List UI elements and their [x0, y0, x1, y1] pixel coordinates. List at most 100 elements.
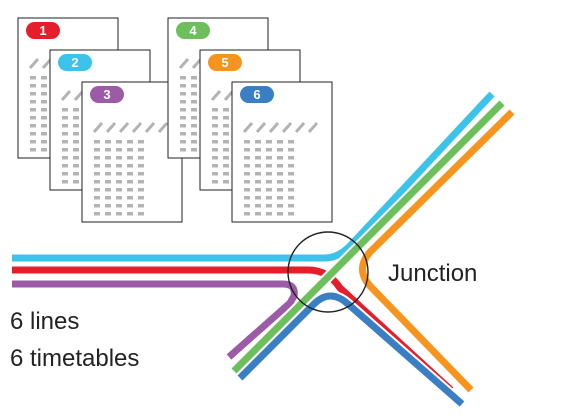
timetable-entry: [105, 196, 111, 200]
timetable-entry: [255, 156, 261, 160]
timetable-entry: [180, 108, 186, 112]
timetable-entry: [180, 148, 186, 152]
timetable-entry: [62, 164, 68, 168]
timetable-entry: [212, 148, 218, 152]
timetable-hatch: [157, 122, 169, 133]
timetable-entry: [105, 172, 111, 176]
timetable-entry: [212, 116, 218, 120]
timetable-entry: [30, 148, 36, 152]
timetable-entry: [105, 156, 111, 160]
timetable-entry: [255, 164, 261, 168]
timetable-hatch: [28, 58, 40, 69]
timetable-entry: [180, 132, 186, 136]
blue-dark-line: [237, 292, 465, 407]
timetable-entry: [255, 196, 261, 200]
timetable-entry: [62, 124, 68, 128]
timetable-entry: [62, 172, 68, 176]
timetable-entry: [255, 140, 261, 144]
timetable-entry: [138, 148, 144, 152]
timetable-entry: [138, 204, 144, 208]
timetable-entry: [94, 212, 100, 216]
timetable-entry: [288, 164, 294, 168]
timetable-entry: [94, 180, 100, 184]
timetable-entry: [73, 116, 79, 120]
timetable-number: 1: [39, 23, 46, 38]
timetable-entry: [212, 164, 218, 168]
timetable-entry: [30, 92, 36, 96]
timetable-entry: [244, 188, 250, 192]
timetable-hatch: [105, 122, 117, 133]
timetable-card-3: 3: [81, 81, 183, 223]
timetable-entry: [116, 180, 122, 184]
timetable-entry: [62, 180, 68, 184]
blue-light-line: [12, 91, 495, 262]
timetable-entry: [191, 84, 197, 88]
timetable-entry: [277, 204, 283, 208]
timetable-entry: [244, 180, 250, 184]
timetable-entry: [223, 180, 229, 184]
timetable-entry: [73, 156, 79, 160]
timetable-entry: [212, 108, 218, 112]
timetable-number: 4: [189, 23, 197, 38]
timetable-entry: [212, 172, 218, 176]
timetable-entry: [277, 140, 283, 144]
timetable-entry: [94, 164, 100, 168]
card-frame: [81, 81, 183, 223]
timetable-entry: [127, 140, 133, 144]
timetable-entry: [41, 148, 47, 152]
timetable-entry: [41, 100, 47, 104]
timetable-entry: [277, 188, 283, 192]
timetable-entry: [41, 116, 47, 120]
timetable-badge: [176, 22, 210, 39]
timetable-entry: [73, 180, 79, 184]
timetable-entry: [223, 140, 229, 144]
timetable-entry: [127, 188, 133, 192]
timetable-entry: [62, 156, 68, 160]
timetable-entry: [244, 172, 250, 176]
timetable-entry: [138, 140, 144, 144]
timetable-entry: [94, 188, 100, 192]
timetable-entry: [127, 196, 133, 200]
timetable-entry: [127, 164, 133, 168]
timetable-entry: [244, 196, 250, 200]
timetable-entry: [94, 196, 100, 200]
timetable-number: 2: [71, 55, 78, 70]
timetable-entry: [180, 116, 186, 120]
timetable-entry: [288, 156, 294, 160]
timetable-entry: [105, 188, 111, 192]
timetable-entry: [41, 108, 47, 112]
timetable-number: 3: [103, 87, 110, 102]
timetable-entry: [266, 180, 272, 184]
timetable-entry: [73, 164, 79, 168]
timetable-entry: [288, 196, 294, 200]
timetable-entry: [212, 180, 218, 184]
timetable-entry: [41, 140, 47, 144]
timetable-entry: [288, 212, 294, 216]
timetable-entry: [277, 212, 283, 216]
timetable-entry: [288, 188, 294, 192]
timetable-entry: [191, 132, 197, 136]
timetable-entry: [62, 132, 68, 136]
timetable-entry: [105, 212, 111, 216]
timetable-entry: [266, 140, 272, 144]
timetable-entry: [180, 124, 186, 128]
timetable-entry: [116, 212, 122, 216]
timetable-entry: [244, 164, 250, 168]
timetable-entry: [41, 132, 47, 136]
timetable-entry: [30, 108, 36, 112]
timetable-entry: [191, 108, 197, 112]
timetable-entry: [62, 116, 68, 120]
timetable-entry: [266, 204, 272, 208]
timetable-entry: [244, 156, 250, 160]
timetable-entry: [127, 172, 133, 176]
timetable-entry: [127, 148, 133, 152]
timetable-entry: [116, 164, 122, 168]
timetable-entry: [73, 172, 79, 176]
timetable-entry: [116, 148, 122, 152]
timetable-entry: [223, 124, 229, 128]
timetable-entry: [255, 188, 261, 192]
timetable-entry: [223, 116, 229, 120]
timetable-entry: [191, 140, 197, 144]
timetable-entry: [212, 140, 218, 144]
